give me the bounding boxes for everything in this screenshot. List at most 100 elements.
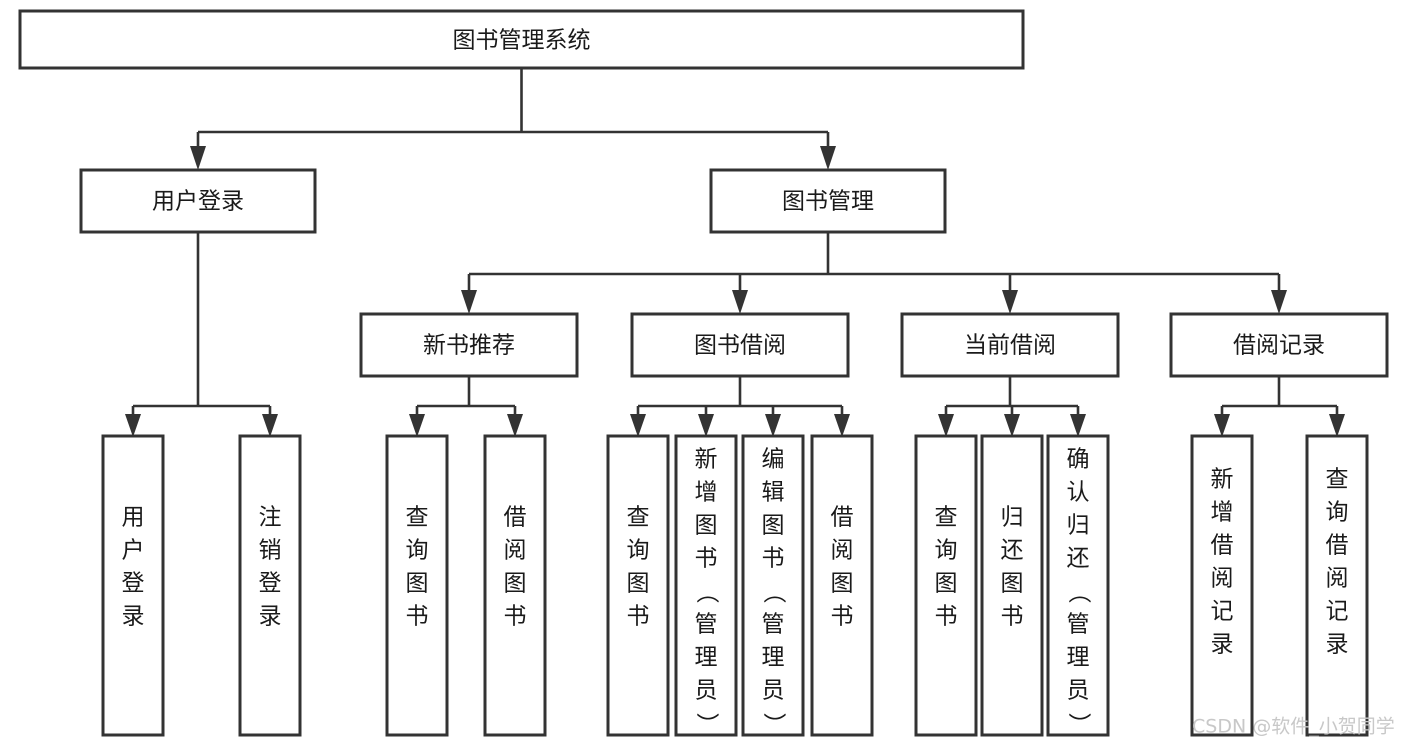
node-new-book-rec[interactable]: 新书推荐 [359,312,579,378]
vertical-label-char: 管 [1067,612,1090,638]
vertical-label-char: 图 [762,513,785,539]
vertical-label-char: （ [761,581,787,604]
node-leaf-borrow-book-2-box[interactable] [810,434,874,737]
vertical-label-char: 理 [1067,645,1090,671]
node-borrow-record-label: 借阅记录 [1233,333,1325,359]
vertical-label-char: 图 [831,571,854,597]
node-leaf-user-login-box[interactable] [101,434,165,737]
vertical-label-char: 询 [406,538,429,564]
arrow-to-leaf-user-logout [262,414,278,437]
arrow-to-borrow-record [1271,290,1287,314]
node-new-book-rec-box[interactable] [359,312,579,378]
node-leaf-query-record-box[interactable] [1305,434,1369,737]
arrow-to-leaf-return-book [1004,414,1020,437]
node-leaf-borrow-book-1-box[interactable] [483,434,547,737]
node-current-borrow[interactable]: 当前借阅 [900,312,1120,378]
arrow-to-leaf-query-book-1 [409,414,425,437]
vertical-label-char: 询 [627,538,650,564]
node-root[interactable]: 图书管理系统 [18,9,1025,70]
vertical-label-char: 书 [406,604,429,630]
node-book-borrow-box[interactable] [630,312,850,378]
vertical-label-char: 新 [1211,467,1234,493]
arrow-to-new-book-rec [461,290,477,314]
node-leaf-query-book-3-box[interactable] [914,434,978,737]
arrow-to-book-manage [820,146,836,170]
arrow-to-leaf-confirm-return [1070,414,1086,437]
node-leaf-edit-book-box[interactable] [741,434,805,737]
node-book-borrow[interactable]: 图书借阅 [630,312,850,378]
node-leaf-user-login[interactable]: 用户登录 [101,434,165,737]
node-current-borrow-box[interactable] [900,312,1120,378]
vertical-label-char: 理 [762,645,785,671]
node-leaf-user-logout-box[interactable] [238,434,302,737]
vertical-label-char: 查 [406,505,429,531]
vertical-label-char: 图 [1001,571,1024,597]
vertical-label-char: 员 [762,678,785,704]
node-user-login[interactable]: 用户登录 [79,168,317,234]
node-leaf-add-record-box[interactable] [1190,434,1254,737]
vertical-label-char: 增 [695,480,718,506]
vertical-label-char: 录 [1326,632,1349,658]
vertical-label-char: 员 [1067,678,1090,704]
vertical-label-char: 阅 [831,538,854,564]
vertical-label-char: 增 [1211,500,1234,526]
arrow-to-leaf-add-record [1214,414,1230,437]
vertical-label-char: 用 [122,505,145,531]
vertical-label-char: 查 [1326,467,1349,493]
vertical-label-char: 图 [406,571,429,597]
arrow-to-leaf-query-book-3 [938,414,954,437]
vertical-label-char: 注 [259,505,282,531]
vertical-label-char: 阅 [1211,566,1234,592]
node-book-manage[interactable]: 图书管理 [709,168,947,234]
node-borrow-record-box[interactable] [1169,312,1389,378]
vertical-label-char: 理 [695,645,718,671]
vertical-label-char: 登 [259,571,282,597]
node-root-box[interactable] [18,9,1025,70]
vertical-label-char: 户 [122,538,145,564]
node-book-borrow-label: 图书借阅 [694,333,786,359]
node-leaf-query-book-1-box[interactable] [385,434,449,737]
vertical-label-char: 还 [1001,538,1024,564]
vertical-label-char: 阅 [504,538,527,564]
vertical-label-char: 录 [1211,632,1234,658]
vertical-label-char: 记 [1211,599,1234,625]
vertical-label-char: 图 [935,571,958,597]
vertical-label-char: ） [1066,713,1092,736]
arrow-to-leaf-query-book-2 [630,414,646,437]
vertical-label-char: ） [761,713,787,736]
node-leaf-return-book-box[interactable] [980,434,1044,737]
arrow-to-leaf-user-login [125,414,141,437]
vertical-label-char: 新 [695,447,718,473]
vertical-label-char: 阅 [1326,566,1349,592]
node-user-login-box[interactable] [79,168,317,234]
vertical-label-char: （ [1066,581,1092,604]
vertical-label-char: 书 [695,546,718,572]
node-leaf-user-login-label: 用户登录 [122,505,145,630]
node-leaf-add-book-box[interactable] [674,434,738,737]
node-leaf-confirm-return-box[interactable] [1046,434,1110,737]
node-borrow-record[interactable]: 借阅记录 [1169,312,1389,378]
vertical-label-char: 查 [935,505,958,531]
node-book-manage-box[interactable] [709,168,947,234]
node-leaf-query-book-2-box[interactable] [606,434,670,737]
vertical-label-char: 员 [695,678,718,704]
